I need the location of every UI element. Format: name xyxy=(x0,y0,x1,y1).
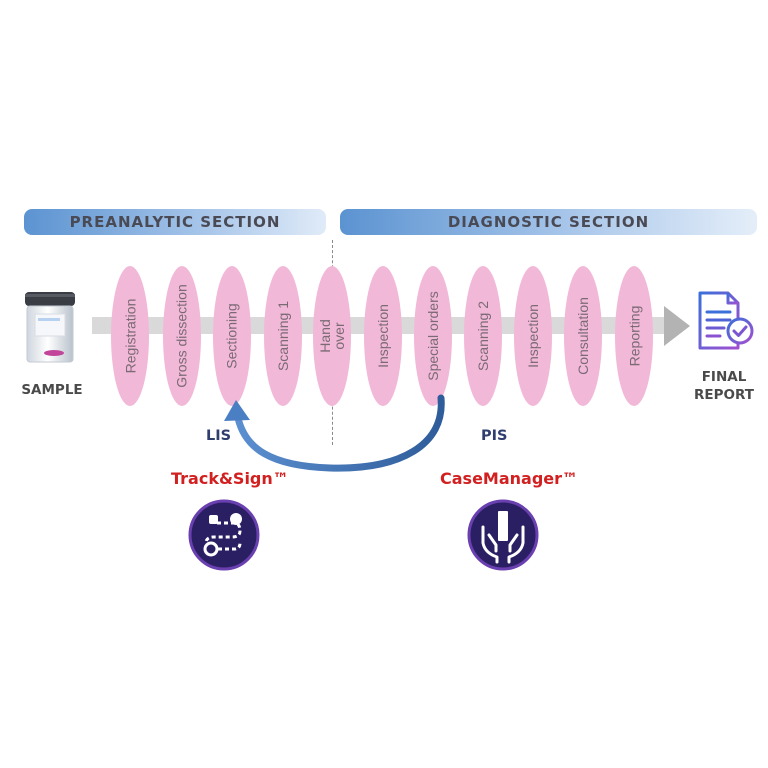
document-check-icon xyxy=(698,291,754,350)
step-label: Inspection xyxy=(525,304,542,368)
step-label: Sectioning xyxy=(224,303,241,369)
process-flow-arrowhead xyxy=(664,306,690,346)
sample-label: SAMPLE xyxy=(21,382,83,398)
step-label: Scanning 2 xyxy=(475,300,491,372)
step-special-orders: Special orders xyxy=(414,266,452,406)
track-sign-product-name: Track&Sign™ xyxy=(171,469,289,488)
step-inspection-2: Inspection xyxy=(514,266,552,406)
step-reporting: Reporting xyxy=(615,266,653,406)
tracking-path-icon xyxy=(188,499,260,571)
diagnostic-section-header: DIAGNOSTIC SECTION xyxy=(340,209,757,235)
step-scanning-1: Scanning 1 xyxy=(264,266,302,406)
step-sectioning: Sectioning xyxy=(213,266,251,406)
preanalytic-section-header: PREANALYTIC SECTION xyxy=(24,209,326,235)
preanalytic-section-label: PREANALYTIC SECTION xyxy=(69,213,281,231)
step-label: Inspection xyxy=(375,304,392,368)
step-label: Reporting xyxy=(626,305,643,367)
case-manager-product-name: CaseManager™ xyxy=(440,469,579,488)
step-consultation: Consultation xyxy=(564,266,602,406)
hands-holding-slide-icon xyxy=(467,499,539,571)
step-label: Registration xyxy=(122,298,139,374)
diagnostic-section-label: DIAGNOSTIC SECTION xyxy=(447,213,650,231)
step-inspection-1: Inspection xyxy=(364,266,402,406)
step-gross-dissection: Gross dissection xyxy=(163,266,201,406)
step-hand-over: Hand over xyxy=(313,266,351,406)
step-label: Hand over xyxy=(317,319,347,353)
step-label: Gross dissection xyxy=(174,284,191,388)
pis-label: PIS xyxy=(481,428,508,444)
step-label: Consultation xyxy=(575,297,592,375)
final-report-label: FINAL REPORT xyxy=(694,369,754,403)
step-label: Special orders xyxy=(425,291,441,381)
step-label: Scanning 1 xyxy=(275,300,291,372)
lis-label: LIS xyxy=(206,428,232,444)
step-registration: Registration xyxy=(111,266,149,406)
step-scanning-2: Scanning 2 xyxy=(464,266,502,406)
specimen-container-icon xyxy=(25,292,75,363)
